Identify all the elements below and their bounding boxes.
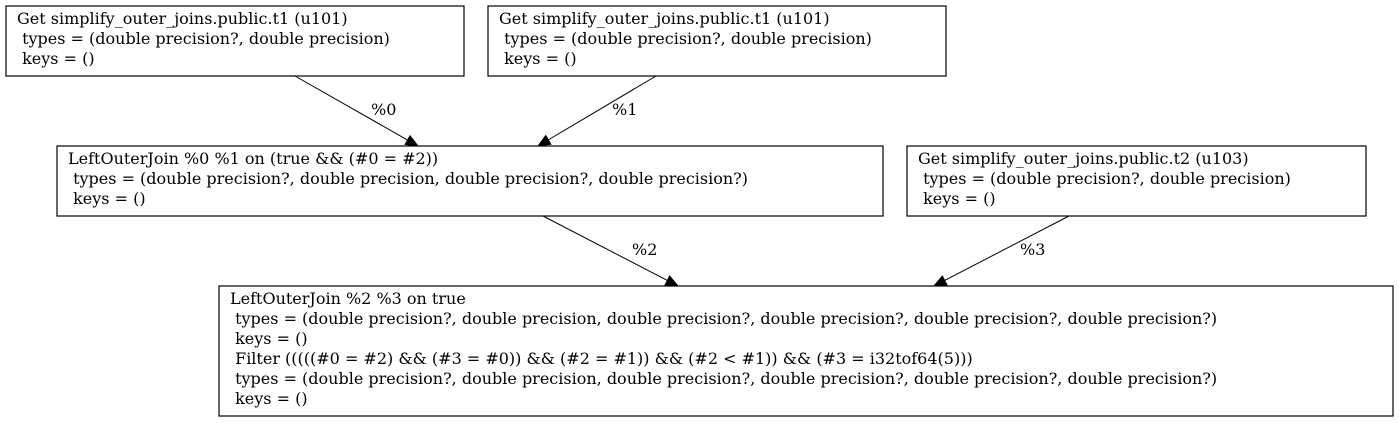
- plan-node-left-outer-join-2: LeftOuterJoin %2 %3 on true types = (dou…: [218, 285, 1394, 417]
- edge-line: [294, 75, 408, 141]
- edge-left-outer-join-1-to-left-outer-join-2: %2: [542, 215, 680, 287]
- edge-line: [944, 215, 1070, 281]
- node-text-line: types = (double precision?, double preci…: [68, 169, 748, 188]
- arrow-head-icon: [664, 275, 680, 287]
- node-text-line: types = (double precision?, double preci…: [230, 369, 1217, 388]
- edge-line: [548, 75, 657, 141]
- node-text-line: LeftOuterJoin %2 %3 on true: [230, 289, 466, 308]
- node-box: [5, 5, 465, 77]
- node-text-line: keys = (): [918, 189, 996, 208]
- edge-get-t2-to-left-outer-join-2: %3: [932, 215, 1070, 287]
- node-box: [56, 145, 884, 217]
- node-text-line: Filter (((((#0 = #2) && (#3 = #0)) && (#…: [230, 349, 973, 368]
- arrow-head-icon: [404, 134, 420, 147]
- node-text-line: Get simplify_outer_joins.public.t1 (u101…: [499, 9, 830, 28]
- edge-label: %1: [612, 100, 637, 119]
- node-text-line: keys = (): [499, 49, 577, 68]
- node-text-line: Get simplify_outer_joins.public.t1 (u101…: [17, 9, 348, 28]
- node-box: [487, 5, 947, 77]
- node-text-line: keys = (): [17, 49, 95, 68]
- edge-line: [542, 215, 668, 281]
- arrow-head-icon: [932, 275, 948, 287]
- edge-get-t1-b-to-left-outer-join-1: %1: [536, 75, 657, 147]
- plan-node-get-t2: Get simplify_outer_joins.public.t2 (u103…: [906, 145, 1367, 217]
- node-text-line: types = (double precision?, double preci…: [230, 309, 1217, 328]
- arrow-head-icon: [536, 134, 552, 147]
- plan-node-get-t1-b: Get simplify_outer_joins.public.t1 (u101…: [487, 5, 947, 77]
- node-text-line: types = (double precision?, double preci…: [918, 169, 1291, 188]
- node-text-line: types = (double precision?, double preci…: [499, 29, 872, 48]
- node-text-line: keys = (): [68, 189, 146, 208]
- node-text-line: types = (double precision?, double preci…: [17, 29, 390, 48]
- node-text-line: keys = (): [230, 389, 308, 408]
- edges-layer: %0 %1 %2 %3: [294, 75, 1070, 287]
- edge-label: %2: [632, 240, 657, 259]
- node-text-line: Get simplify_outer_joins.public.t2 (u103…: [918, 149, 1249, 168]
- edge-label: %0: [371, 100, 396, 119]
- nodes-layer: Get simplify_outer_joins.public.t1 (u101…: [5, 5, 1394, 417]
- node-box: [218, 285, 1394, 417]
- plan-node-get-t1-a: Get simplify_outer_joins.public.t1 (u101…: [5, 5, 465, 77]
- plan-node-left-outer-join-1: LeftOuterJoin %0 %1 on (true && (#0 = #2…: [56, 145, 884, 217]
- edge-label: %3: [1020, 240, 1045, 259]
- node-text-line: keys = (): [230, 329, 308, 348]
- edge-get-t1-a-to-left-outer-join-1: %0: [294, 75, 420, 147]
- node-box: [906, 145, 1367, 217]
- node-text-line: LeftOuterJoin %0 %1 on (true && (#0 = #2…: [68, 149, 438, 168]
